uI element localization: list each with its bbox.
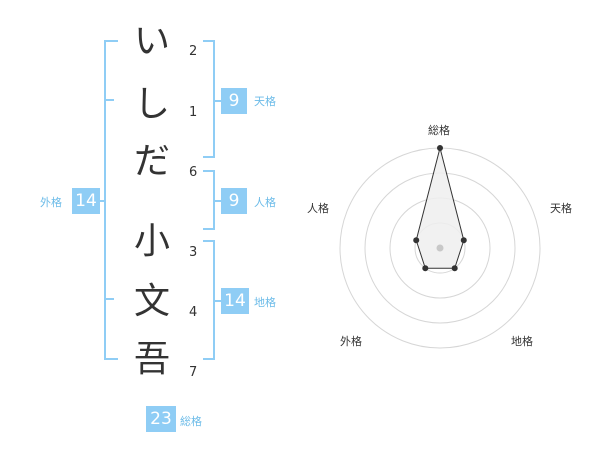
tenkaku-connector (213, 100, 221, 102)
radar-points (413, 145, 467, 272)
name-char-4: 小 (133, 221, 170, 262)
soukaku-score: 23 (146, 406, 176, 432)
chikaku-score: 14 (221, 288, 249, 314)
radar-label-gaikaku: 外格 (340, 335, 362, 348)
gaikaku-label: 外格 (40, 196, 62, 209)
name-char-1: い (133, 21, 170, 62)
gaikaku-score: 14 (72, 188, 100, 214)
radar-point-jinkaku (413, 237, 420, 244)
gaikaku-bracket-top (104, 40, 118, 42)
stroke-count-6: 7 (189, 365, 198, 380)
jinkaku-label: 人格 (254, 196, 276, 209)
jinkaku-connector (213, 200, 221, 202)
name-char-2: し (133, 84, 170, 125)
stroke-count-2: 1 (189, 105, 198, 120)
stroke-count-5: 4 (189, 305, 198, 320)
gaikaku-bracket-bottom (104, 358, 118, 360)
stroke-count-1: 2 (189, 44, 198, 59)
tenkaku-bracket-top (203, 40, 215, 42)
chikaku-bracket-top (203, 240, 215, 242)
radar-point-soukaku (437, 145, 443, 151)
tenkaku-label: 天格 (254, 95, 276, 108)
stroke-count-3: 6 (189, 165, 198, 180)
soukaku-label: 総格 (180, 415, 202, 428)
tenkaku-bracket-bottom (203, 156, 215, 158)
jinkaku-bracket-top (203, 170, 215, 172)
radar-label-soukaku: 総格 (428, 124, 450, 137)
name-char-3: だ (133, 141, 170, 182)
radar-label-chikaku: 地格 (511, 335, 533, 348)
tenkaku-bracket-line (213, 40, 215, 158)
radar-point-gaikaku (422, 265, 429, 272)
bracket-tick (104, 99, 114, 101)
gaikaku-connector (98, 200, 106, 202)
name-char-5: 文 (133, 281, 170, 322)
radar-label-jinkaku: 人格 (307, 202, 329, 215)
radar-point-chikaku (451, 265, 458, 272)
jinkaku-bracket-bottom (203, 228, 215, 230)
name-char-6: 吾 (133, 339, 170, 380)
radar-polygon (415, 147, 465, 269)
radar-center-dot (436, 244, 444, 252)
chikaku-bracket-bottom (203, 358, 215, 360)
radar-point-tenkaku (460, 237, 467, 244)
chikaku-connector (213, 300, 221, 302)
jinkaku-score: 9 (221, 188, 247, 214)
tenkaku-score: 9 (221, 88, 247, 114)
radar-label-tenkaku: 天格 (550, 202, 572, 215)
bracket-tick (104, 298, 114, 300)
chikaku-label: 地格 (254, 296, 276, 309)
stroke-count-4: 3 (189, 245, 198, 260)
